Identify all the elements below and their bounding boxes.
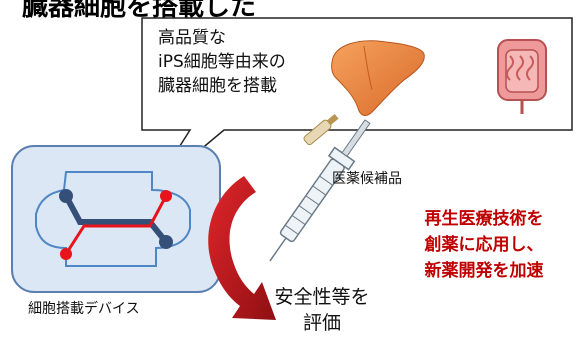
intestine-icon (497, 39, 547, 114)
evaluation-arrow (208, 176, 276, 320)
syringe-icon (269, 119, 371, 262)
callout-text: 高品質な iPS細胞等由来の 臓器細胞を搭載 (158, 26, 286, 98)
device-caption: 細胞搭載デバイス (28, 301, 140, 317)
callout-line-2: iPS細胞等由来の (158, 52, 286, 72)
liver-icon (331, 40, 425, 116)
callout-line-1: 高品質な (158, 28, 226, 48)
message-line-2: 創薬に応用し、 (424, 235, 544, 255)
evaluation-text: 安全性等を 評価 (262, 284, 382, 336)
drug-candidate-label: 医薬候補品 (332, 171, 402, 187)
page-title-clipped: 臓器細胞を搭載した (22, 0, 257, 22)
message-line-3: 新薬開発を加速 (424, 261, 544, 281)
evaluation-line-2: 評価 (302, 312, 341, 334)
callout-line-3: 臓器細胞を搭載 (158, 76, 277, 96)
message-line-1: 再生医療技術を (424, 209, 544, 229)
vial-icon (303, 113, 339, 146)
acceleration-message: 再生医療技術を 創薬に応用し、 新薬開発を加速 (400, 206, 568, 284)
cell-device (11, 145, 221, 293)
evaluation-line-1: 安全性等を (274, 286, 370, 308)
